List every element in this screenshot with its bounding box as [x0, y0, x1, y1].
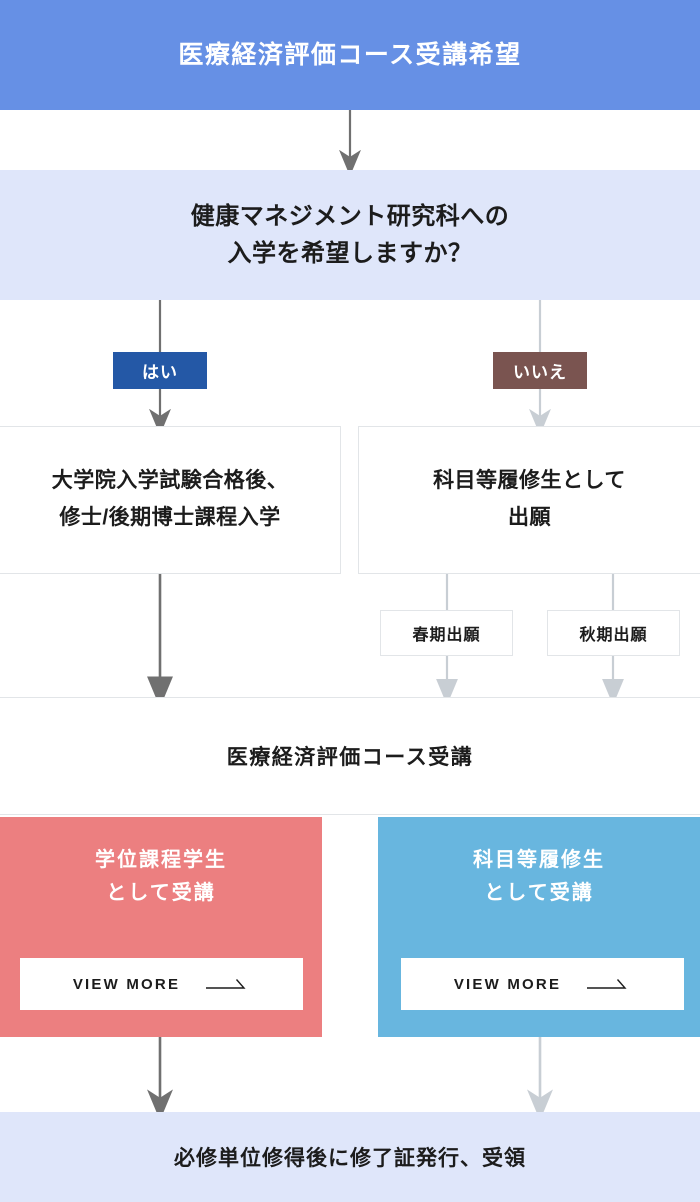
card-nondegree-student[interactable]: 科目等履修生 として受講 VIEW MORE	[378, 817, 700, 1037]
box-degree-path-text: 大学院入学試験合格後、 修士/後期博士課程入学	[52, 463, 289, 537]
header-banner: 医療経済評価コース受講希望	[0, 0, 700, 110]
nondegree-path-line-2: 出願	[508, 506, 551, 529]
card-degree-title-line-2: として受講	[106, 882, 216, 904]
branch-badge-no-label: いいえ	[513, 363, 567, 382]
box-nondegree-path: 科目等履修生として 出願	[358, 426, 700, 574]
footer-completion-band: 必修単位修得後に修了証発行、受領	[0, 1112, 700, 1202]
box-course-enrollment: 医療経済評価コース受講	[0, 697, 700, 815]
question-line-1: 健康マネジメント研究科への	[190, 202, 510, 230]
card-nondegree-title-line-1: 科目等履修生	[473, 849, 605, 871]
nondegree-path-line-1: 科目等履修生として	[433, 469, 626, 493]
branch-badge-yes[interactable]: はい	[113, 352, 207, 389]
card-degree-student[interactable]: 学位課程学生 として受講 VIEW MORE	[0, 817, 322, 1037]
view-more-button-nondegree[interactable]: VIEW MORE	[401, 958, 684, 1010]
box-spring-application-label: 春期出願	[412, 627, 481, 644]
view-more-label-degree: VIEW MORE	[72, 975, 181, 993]
card-degree-student-title: 学位課程学生 として受講	[95, 844, 227, 910]
page-title: 医療経済評価コース受講希望	[178, 40, 522, 69]
view-more-button-degree[interactable]: VIEW MORE	[20, 958, 303, 1010]
box-degree-path: 大学院入学試験合格後、 修士/後期博士課程入学	[0, 426, 341, 574]
box-spring-application: 春期出願	[380, 610, 513, 656]
footer-completion-text: 必修単位修得後に修了証発行、受領	[174, 1147, 526, 1170]
card-nondegree-student-title: 科目等履修生 として受講	[473, 844, 605, 910]
arrow-right-icon	[206, 978, 250, 990]
view-more-label-nondegree: VIEW MORE	[453, 975, 562, 993]
decision-question-band: 健康マネジメント研究科への 入学を希望しますか？	[0, 170, 700, 300]
box-course-enrollment-label: 医療経済評価コース受講	[226, 746, 474, 769]
degree-path-line-2: 修士/後期博士課程入学	[59, 506, 281, 529]
question-line-2: 入学を希望しますか？	[227, 240, 473, 267]
box-autumn-application-label: 秋期出願	[579, 627, 648, 644]
branch-badge-yes-label: はい	[142, 363, 178, 382]
card-nondegree-title-line-2: として受講	[484, 882, 594, 904]
decision-question-text: 健康マネジメント研究科への 入学を希望しますか？	[191, 198, 510, 272]
branch-badge-no[interactable]: いいえ	[493, 352, 587, 389]
box-nondegree-path-text: 科目等履修生として 出願	[433, 463, 626, 537]
card-degree-title-line-1: 学位課程学生	[95, 849, 227, 871]
box-autumn-application: 秋期出願	[547, 610, 680, 656]
arrow-right-icon	[587, 978, 631, 990]
degree-path-line-1: 大学院入学試験合格後、	[51, 469, 289, 493]
